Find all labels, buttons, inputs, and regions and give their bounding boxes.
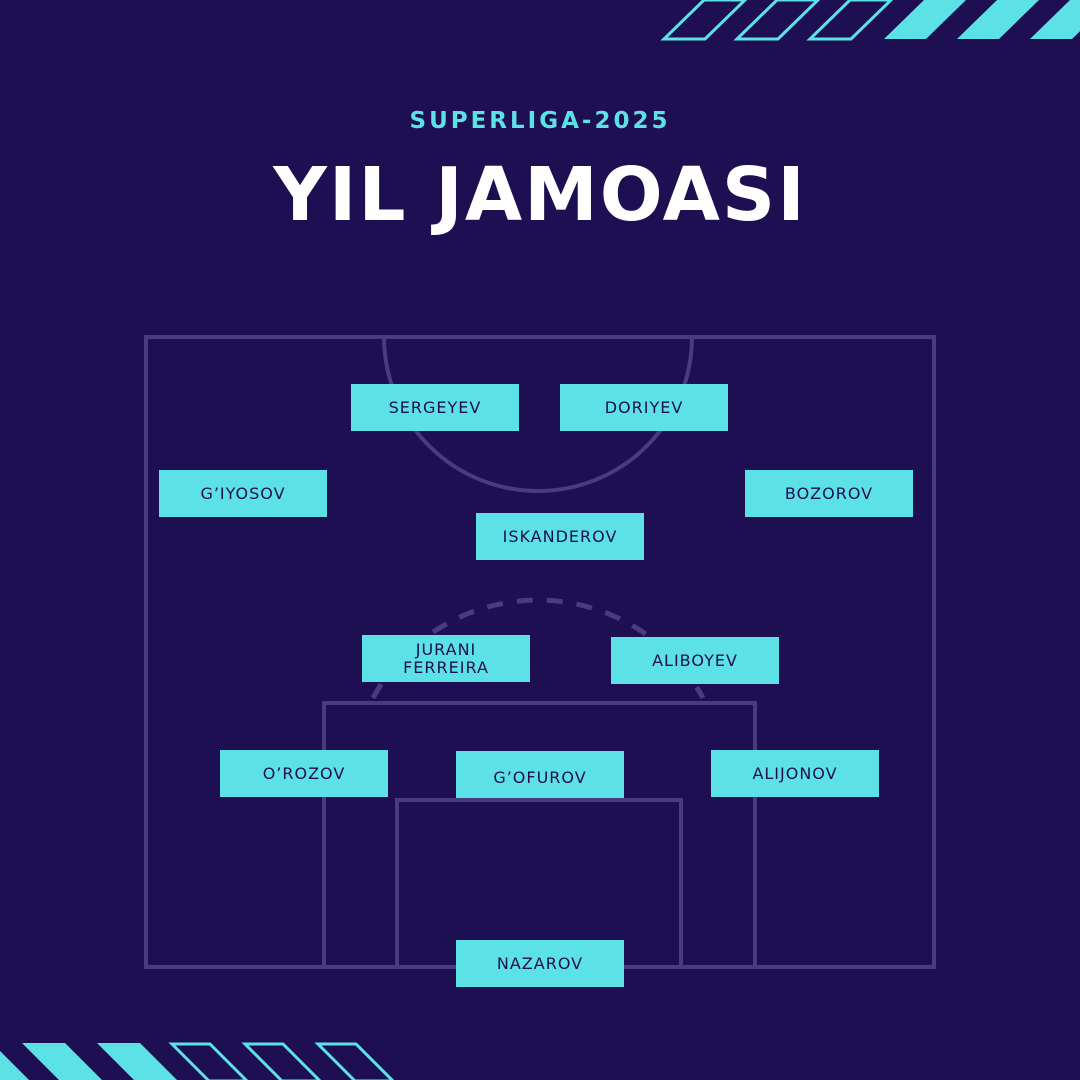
bottom-stripes-decoration [0, 1042, 395, 1080]
player-card: BOZOROV [745, 470, 913, 517]
player-card: JURANI FERREIRA [362, 635, 530, 682]
penalty-box [322, 701, 757, 969]
pitch-outline [144, 335, 936, 969]
player-card: ALIBOYEV [611, 637, 779, 684]
player-card: O’ROZOV [220, 750, 388, 797]
player-card: DORIYEV [560, 384, 728, 431]
top-stripes-decoration [660, 0, 1080, 41]
player-card: G’IYOSOV [159, 470, 327, 517]
player-card: ISKANDEROV [476, 513, 644, 560]
pitch [144, 335, 936, 969]
player-card: NAZAROV [456, 940, 624, 987]
league-subtitle: SUPERLIGA-2025 [409, 108, 671, 134]
player-card: ALIJONOV [711, 750, 879, 797]
player-card: SERGEYEV [351, 384, 519, 431]
player-card: G’OFUROV [456, 751, 624, 798]
page-title: YIL JAMOASI [273, 152, 807, 238]
